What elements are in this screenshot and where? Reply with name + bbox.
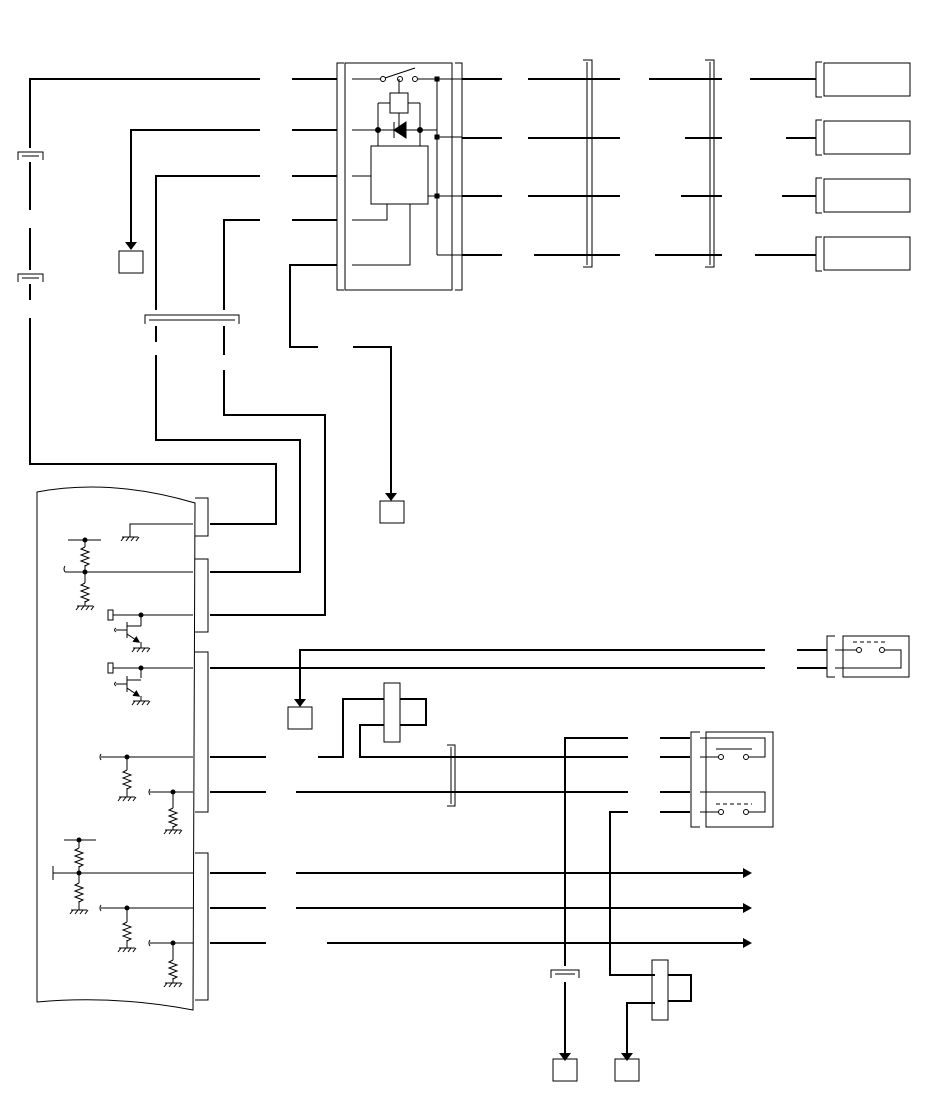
signal-wires — [210, 650, 827, 1055]
load-1 — [816, 62, 910, 97]
output-wires — [462, 79, 816, 255]
control-unit — [37, 487, 195, 1010]
ecu-connector-a — [195, 498, 208, 536]
splice-connector-left — [18, 152, 239, 324]
ground-point-5 — [615, 1059, 639, 1081]
load-4 — [816, 237, 910, 271]
ecu-connector-c — [195, 652, 208, 812]
mid-connector-4 — [652, 960, 668, 1020]
mid-connector-3 — [551, 970, 579, 978]
ground-point-2 — [380, 501, 404, 523]
ground-arrows-top — [125, 242, 397, 501]
wire-arrows — [294, 699, 752, 1061]
load-2 — [816, 120, 910, 155]
ecu-connector-b — [195, 559, 208, 632]
inline-connector-2 — [705, 60, 714, 267]
ecu-connector-d — [195, 853, 208, 1000]
mid-connector-2 — [447, 745, 455, 806]
ground-point-3 — [288, 707, 312, 729]
inline-connector-1 — [583, 60, 592, 267]
mid-connector-1 — [384, 683, 400, 742]
input-wires — [30, 79, 391, 615]
load-3 — [816, 178, 910, 213]
switch-2 — [691, 732, 773, 827]
relay-module — [337, 63, 462, 290]
ground-point-1 — [119, 251, 143, 273]
switch-1 — [827, 636, 909, 677]
ground-point-4 — [553, 1059, 577, 1081]
ecu-internal-circuits — [53, 524, 193, 988]
